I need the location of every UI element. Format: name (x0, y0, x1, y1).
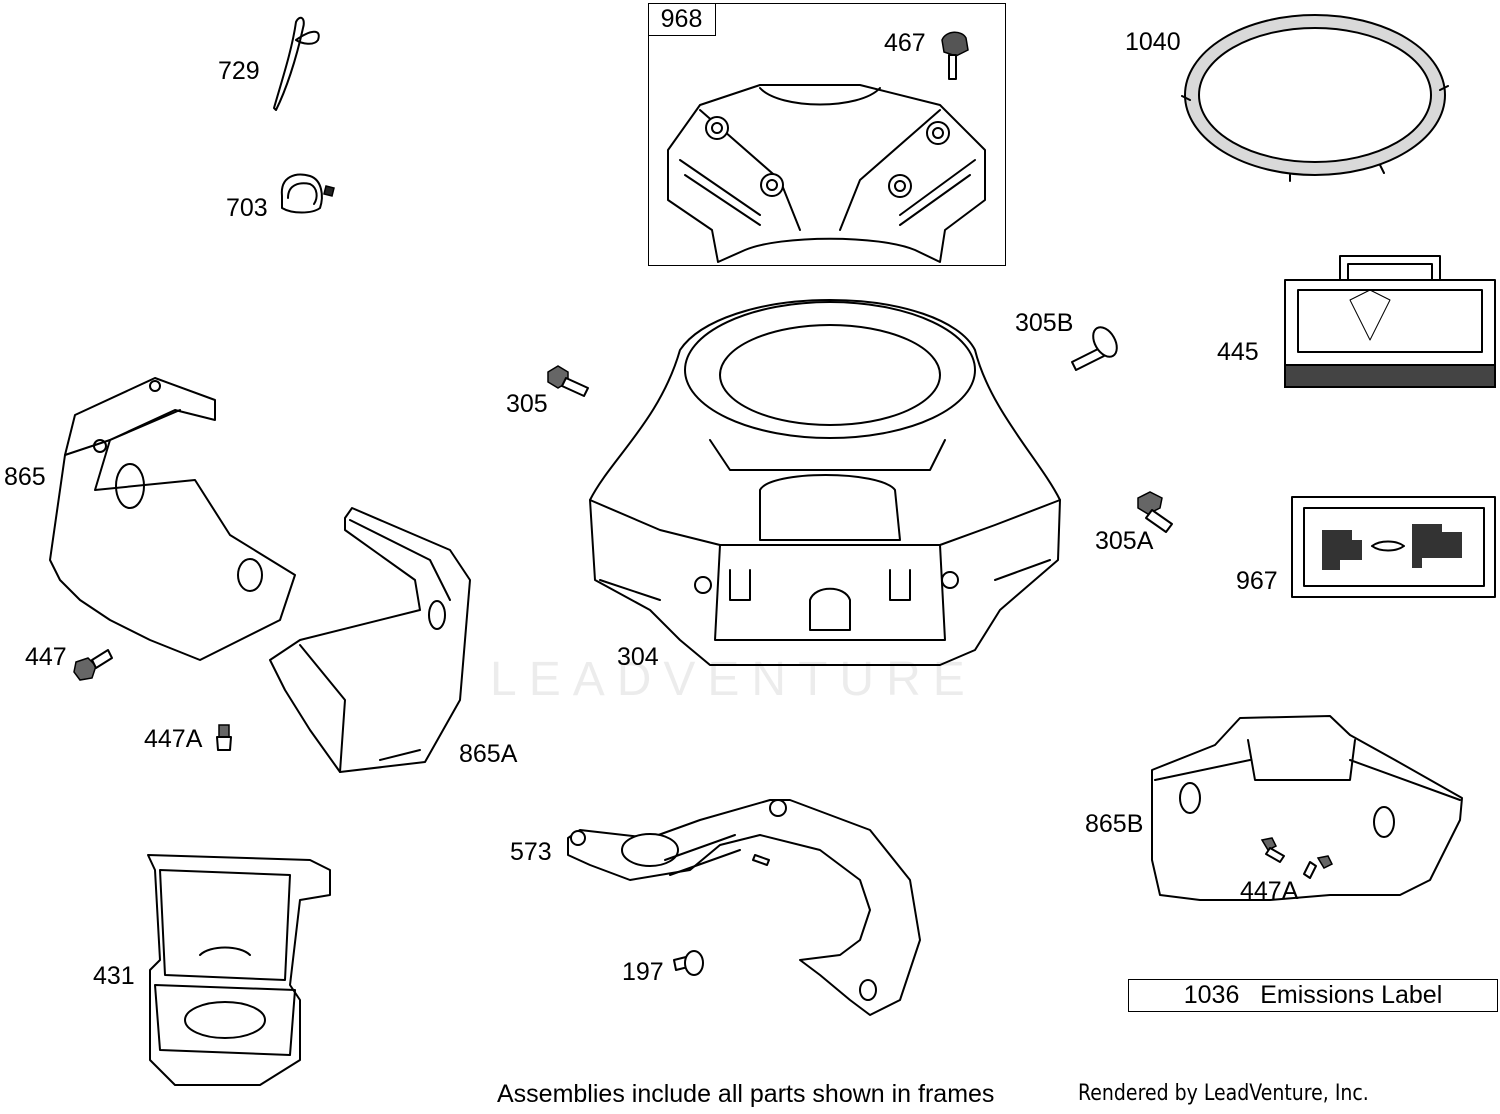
part-865B-drawing (1151, 715, 1463, 901)
part-305B-drawing (1071, 326, 1118, 371)
part-304-drawing (589, 299, 1061, 666)
label-573[interactable]: 573 (510, 838, 552, 866)
label-865[interactable]: 865 (4, 463, 46, 491)
label-467[interactable]: 467 (884, 29, 926, 57)
frame-tag-968[interactable]: 968 (648, 3, 716, 36)
label-703[interactable]: 703 (226, 194, 268, 222)
label-445[interactable]: 445 (1217, 338, 1259, 366)
part-447A-right-drawing (1260, 837, 1334, 879)
label-729[interactable]: 729 (218, 57, 260, 85)
footer-note: Assemblies include all parts shown in fr… (497, 1080, 995, 1108)
part-445-drawing (1284, 255, 1496, 388)
part-967-drawing (1291, 496, 1496, 598)
label-447A-right[interactable]: 447A (1240, 877, 1299, 905)
label-865B[interactable]: 865B (1085, 810, 1144, 838)
part-573-drawing (567, 799, 921, 1016)
part-197-drawing (673, 950, 704, 976)
part-467-drawing (941, 31, 969, 80)
label-304[interactable]: 304 (617, 643, 659, 671)
label-447A-left[interactable]: 447A (144, 725, 203, 753)
label-967[interactable]: 967 (1236, 567, 1278, 595)
label-305[interactable]: 305 (506, 390, 548, 418)
label-1040[interactable]: 1040 (1125, 28, 1181, 56)
label-431[interactable]: 431 (93, 962, 135, 990)
label-305A[interactable]: 305A (1095, 527, 1154, 555)
footer-credit: Rendered by LeadVenture, Inc. (1078, 1081, 1369, 1106)
part-447-drawing (73, 649, 113, 681)
part-1040-drawing (1181, 14, 1449, 182)
part-865-drawing (49, 377, 296, 661)
emissions-label-box[interactable]: 1036 Emissions Label (1128, 979, 1498, 1012)
part-447A-left-drawing (216, 724, 232, 751)
part-305A-drawing (1137, 491, 1173, 533)
emissions-text: Emissions Label (1260, 981, 1443, 1009)
assembly-frame (648, 3, 1006, 266)
part-865A-drawing (269, 507, 471, 773)
part-431-drawing (147, 854, 331, 1086)
part-968-drawing (667, 84, 986, 263)
label-865A[interactable]: 865A (459, 740, 518, 768)
label-447[interactable]: 447 (25, 643, 67, 671)
watermark: LEADVENTURE (490, 653, 977, 706)
emissions-number: 1036 (1183, 981, 1240, 1009)
part-729-drawing (273, 16, 320, 111)
label-197[interactable]: 197 (622, 958, 664, 986)
label-305B[interactable]: 305B (1015, 309, 1074, 337)
part-305-drawing (547, 365, 589, 397)
part-703-drawing (280, 173, 335, 214)
